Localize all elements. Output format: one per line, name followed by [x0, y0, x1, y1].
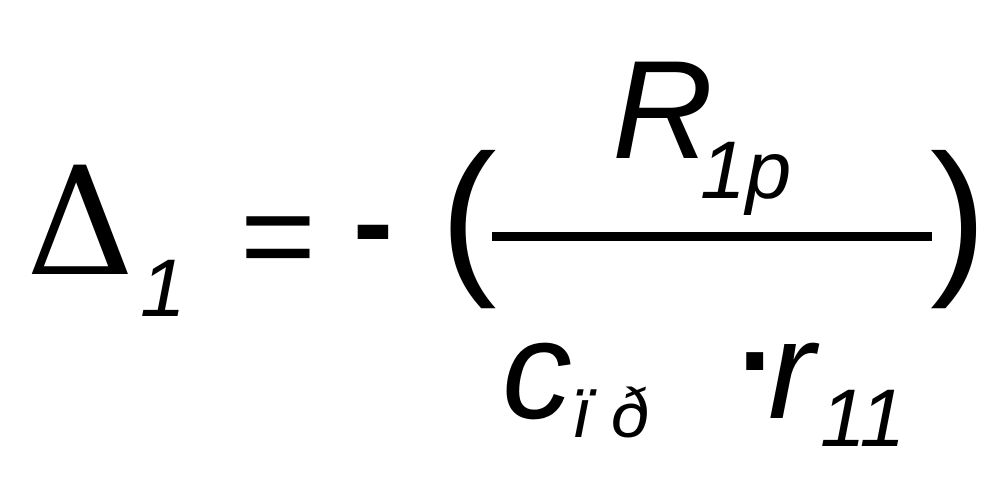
equals-sign: =: [240, 162, 316, 308]
denominator-symbol-c: c: [502, 291, 572, 448]
open-parenthesis: (: [440, 120, 497, 310]
denominator-symbol-r: r: [768, 291, 815, 448]
numerator-subscript: 1p: [700, 125, 792, 216]
denominator-subscript-r: 11: [820, 373, 906, 464]
fraction-bar: [492, 232, 932, 241]
delta-symbol: Δ: [26, 136, 135, 310]
minus-sign: -: [353, 155, 393, 289]
multiply-dot: ·: [738, 293, 778, 427]
numerator-symbol: R: [612, 31, 714, 188]
denominator-subscript-c: ï ð: [572, 374, 650, 452]
delta-subscript: 1: [140, 243, 186, 334]
close-parenthesis: ): [930, 120, 987, 310]
